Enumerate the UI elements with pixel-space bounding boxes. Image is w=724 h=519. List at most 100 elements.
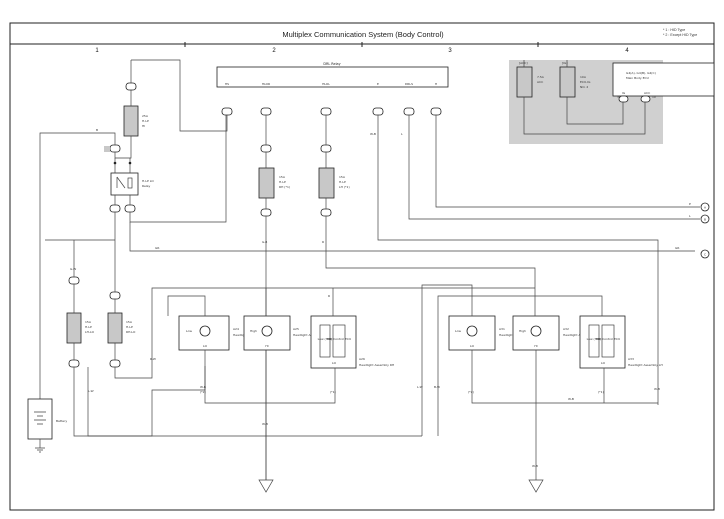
column-number-2: 2 [272,48,276,54]
fuse-ig-connector: [IG] [562,61,568,65]
wire-label-bw-lh: B-W [434,385,440,389]
drl-pin-hs: HS [225,82,229,86]
wire-rh-lo-out [114,287,535,379]
relay-hlp-lo-sub: Relay [142,184,150,188]
fuse-rh-upper-sub: RH (*1) [279,185,290,189]
lamp-lh-low-label: Low [455,329,461,333]
drl-pin-e: E [377,82,379,86]
wire-lh-lo-out [73,366,206,437]
wire-lw-to-lh [87,398,422,437]
column-number-4: 4 [625,48,629,54]
lamp-lh-high-icon [530,325,542,337]
wire-label-lw-lh: L-W [417,385,423,389]
drl-pin-labels: HS HLOR HLOL E DRLS H [225,82,437,86]
wire-b-to-relay [114,148,132,159]
junction-dot-2 [128,161,132,165]
fuse-hlp-lh-lo [66,312,82,344]
battery-symbol [34,411,46,425]
lamp-lh-low-icon [466,325,478,337]
main-body-ecu-box [612,62,715,97]
connector-h [430,107,442,116]
connector-a-label: A [704,206,707,210]
connector-lh-lo-bottom [68,359,80,368]
lh-high-code: A32 [563,327,569,331]
wire-label-b: B [96,128,98,132]
wire-label-hid-rh: (*1) [330,390,336,394]
drl-pin-h: H [435,82,437,86]
fuse-hlp-hi-rating: 25A [142,114,149,118]
wire-label-wb-e: W-B [370,132,376,136]
wire-rh-headlights-top [167,288,334,316]
ecu-pin-10: 10 [652,95,656,99]
rh-hid-ecu [332,324,346,358]
rh-hid-code: A26 [359,357,365,361]
wire-label-nhid-lh: (*2) [468,390,474,394]
wire-relay-out [114,115,227,223]
wire-lo-fuse-feeds [45,212,116,360]
lh-hid-pin-lo: LO [601,361,606,365]
wire-label-hid-lh: (*1) [598,390,604,394]
ground-rh [258,403,274,493]
fuse-acc-connector: [ACC] [519,61,528,65]
junction-dot-1 [113,161,117,165]
ecu-pin-ig: IG [622,91,626,95]
main-body-ecu-name: Main Body ECU [626,76,649,80]
fuse-rh-lo-sub: RH-LO [126,330,136,334]
wire-label-gr-left: GR [155,246,159,250]
connector-ecu-acc [640,95,651,103]
lamp-rh-low-label: Low [186,329,192,333]
fuse-hlp-hi-sub: HI [142,124,145,128]
fuse-hlp-rh-lo [107,312,123,344]
connector-c-label: C [704,253,706,257]
relay-hlp-lo [110,172,139,196]
wire-label-wb-right: W-B [654,387,660,391]
lh-low-pin-lo: LO [470,344,475,348]
fuse-lh-lo-rating: 15A [85,320,92,324]
fuse-rh-lo-rating: 15A [126,320,133,324]
connector-rh-lo-top [109,291,121,300]
wire-lh-feed [325,216,536,300]
connector-b-label: B [704,218,706,222]
battery-box [27,398,53,440]
lh-hid-name: Headlight Assembly LH [628,363,663,367]
wire-to-connector-a [435,115,700,208]
lamp-rh-high-label: High [250,329,257,333]
connector-hs [221,107,233,116]
connector-lh-upper-top [320,144,332,153]
fuse-rh-upper-rating: 15A [279,175,286,179]
fuse-acc [516,66,533,98]
connector-a [700,202,710,212]
wire-label-wb-rh1: W-B [200,385,206,389]
connector-hlp-hi-top [125,82,137,91]
rh-low-pin-lo: LO [203,344,208,348]
note-hid: * 1 : HID Type [663,28,685,32]
connector-b [700,214,710,224]
fuse-acc-rating: 7.5A [537,75,545,79]
wire-label-g-lh: G-W [70,267,76,271]
fuse-lh-lo-name: H-LP [85,325,92,329]
fuse-acc-name: ACC [537,80,543,84]
connector-rh-upper-top [260,144,272,153]
rh-hid-name: Headlight Assembly RH [359,363,394,367]
connector-drls [403,107,415,116]
drl-pin-hlor: HLOR [262,82,270,86]
wire-label-wb-lh: W-B [568,397,574,401]
connector-c [700,249,710,259]
main-body-ecu-code: G4(A), G4(B), G4(C) [626,71,656,75]
fuse-hlp-rh-upper [258,167,275,199]
diagram-title: Multiplex Communication System (Body Con… [282,30,444,39]
wire-to-connector-b [408,115,700,220]
wire-label-nhid-rh: (*2) [200,390,206,394]
rh-hid-lamp [319,324,331,358]
battery-label: Battery [56,419,67,423]
ecu-pin-32: 32 [617,95,621,99]
wire-gr [129,222,695,252]
rh-hid-pin-lo: LO [332,361,337,365]
fuse-rh-upper-name: H-LP [279,180,286,184]
fuse-ecu-ig [559,66,576,98]
wire-label-p: P [689,202,691,206]
wire-label-r-left: R [322,240,324,244]
note-except-hid: * 2 : Except HID Type [663,33,697,37]
